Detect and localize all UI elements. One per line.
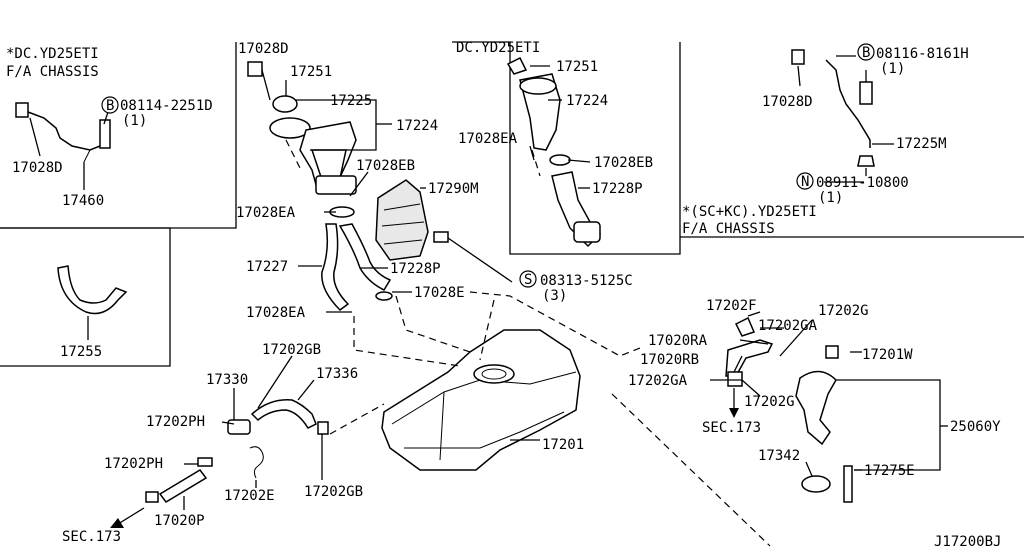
label-08313-qty: (3) <box>542 288 567 304</box>
label-17201W: 17201W <box>862 347 913 363</box>
part-drawings <box>15 49 875 503</box>
label-17227: 17227 <box>246 259 288 275</box>
inset-headers: *DC.YD25ETI F/A CHASSIS DC.YD25ETI *(SC+… <box>6 40 817 237</box>
label-25060Y: 25060Y <box>950 419 1001 435</box>
label-sec173-b: SEC.173 <box>702 420 761 436</box>
label-17251-b: 17251 <box>556 59 598 75</box>
bolt-drawing <box>15 102 29 118</box>
label-08116-qty: (1) <box>880 61 905 77</box>
header-right-line2: F/A CHASSIS <box>682 221 775 237</box>
filler-neck-inset-drawing <box>506 56 602 248</box>
label-17202GA-a: 17202GA <box>758 318 818 334</box>
valve-17330-drawing <box>227 419 251 435</box>
arrow-sec173-right <box>729 408 739 418</box>
label-17460: 17460 <box>62 193 104 209</box>
screw-symbol-icon: S <box>524 272 532 288</box>
label-17202E: 17202E <box>224 488 275 504</box>
drawing-number: J17200BJ <box>934 534 1001 550</box>
label-08116-8161H: 08116-8161H <box>876 46 969 62</box>
label-17202PH-a: 17202PH <box>146 414 205 430</box>
label-17028EA-b: 17028EA <box>246 305 306 321</box>
inset-frames <box>0 41 1024 367</box>
label-sec173-a: SEC.173 <box>62 529 121 545</box>
label-17255: 17255 <box>60 344 102 360</box>
label-17020RA: 17020RA <box>648 333 708 349</box>
label-17028EA-a: 17028EA <box>236 205 296 221</box>
label-17202GB-b: 17202GB <box>304 484 363 500</box>
part-labels: 17028D 17460 08114-2251D (1) 17255 17028… <box>12 41 1001 550</box>
dashed-connections <box>285 139 771 547</box>
label-17028E: 17028E <box>414 285 465 301</box>
gasket-17342-drawing <box>801 475 831 493</box>
label-17028EB-a: 17028EB <box>356 158 415 174</box>
label-17342: 17342 <box>758 448 800 464</box>
label-17028EB-b: 17028EB <box>594 155 653 171</box>
header-left-line2: F/A CHASSIS <box>6 64 99 80</box>
label-17202GA-b: 17202GA <box>628 373 688 389</box>
label-17224-b: 17224 <box>566 93 608 109</box>
label-17228P-b: 17228P <box>592 181 643 197</box>
label-08313-5125C: 08313-5125C <box>540 273 633 289</box>
fuel-tank-17201-drawing <box>381 329 581 471</box>
leader-lines <box>29 55 948 510</box>
arrow-sec173-left <box>110 518 124 528</box>
label-17028D-c: 17028D <box>762 94 813 110</box>
fastener-symbols: B B S N <box>101 43 875 288</box>
vapor-pipes-drawing <box>145 399 329 503</box>
label-17336: 17336 <box>316 366 358 382</box>
filler-neck-17224-drawing <box>247 61 357 218</box>
nut-symbol-icon: N <box>801 174 809 190</box>
label-17202GB-a: 17202GB <box>262 342 321 358</box>
label-17020P: 17020P <box>154 513 205 529</box>
label-17028D-b: 17028D <box>238 41 289 57</box>
label-08114-qty: (1) <box>122 113 147 129</box>
label-17202F: 17202F <box>706 298 757 314</box>
label-17028D-a: 17028D <box>12 160 63 176</box>
label-17225: 17225 <box>330 93 372 109</box>
label-08911-qty: (1) <box>818 190 843 206</box>
strap-17255-drawing <box>57 265 128 315</box>
header-right-line1: *(SC+KC).YD25ETI <box>682 204 817 220</box>
bolt-drawing <box>99 119 111 149</box>
header-left-line1: *DC.YD25ETI <box>6 46 99 62</box>
label-17028EA-c: 17028EA <box>458 131 518 147</box>
bracket-17225m-drawing <box>791 49 875 167</box>
label-17228P-a: 17228P <box>390 261 441 277</box>
fuel-pump-25060y-drawing <box>725 316 853 503</box>
heat-shield-17290m-drawing <box>375 179 449 261</box>
label-17330: 17330 <box>206 372 248 388</box>
label-17020RB: 17020RB <box>640 352 699 368</box>
label-08114-2251D: 08114-2251D <box>120 98 213 114</box>
label-17251-a: 17251 <box>290 64 332 80</box>
label-17225M: 17225M <box>896 136 947 152</box>
label-17224-a: 17224 <box>396 118 438 134</box>
bracket-17460-drawing <box>15 102 111 163</box>
label-17202G-b: 17202G <box>744 394 795 410</box>
arrows <box>110 388 739 528</box>
label-17201: 17201 <box>542 437 584 453</box>
label-17202PH-b: 17202PH <box>104 456 163 472</box>
bolt-symbol-icon: B <box>106 98 114 114</box>
hoses-17227-17228p-drawing <box>321 223 393 311</box>
header-middle: DC.YD25ETI <box>456 40 540 56</box>
label-17290M: 17290M <box>428 181 479 197</box>
label-17275E: 17275E <box>864 463 915 479</box>
label-17202G-a: 17202G <box>818 303 869 319</box>
label-08911-10800: 08911-10800 <box>816 175 909 191</box>
bolt-symbol-icon: B <box>862 45 870 61</box>
